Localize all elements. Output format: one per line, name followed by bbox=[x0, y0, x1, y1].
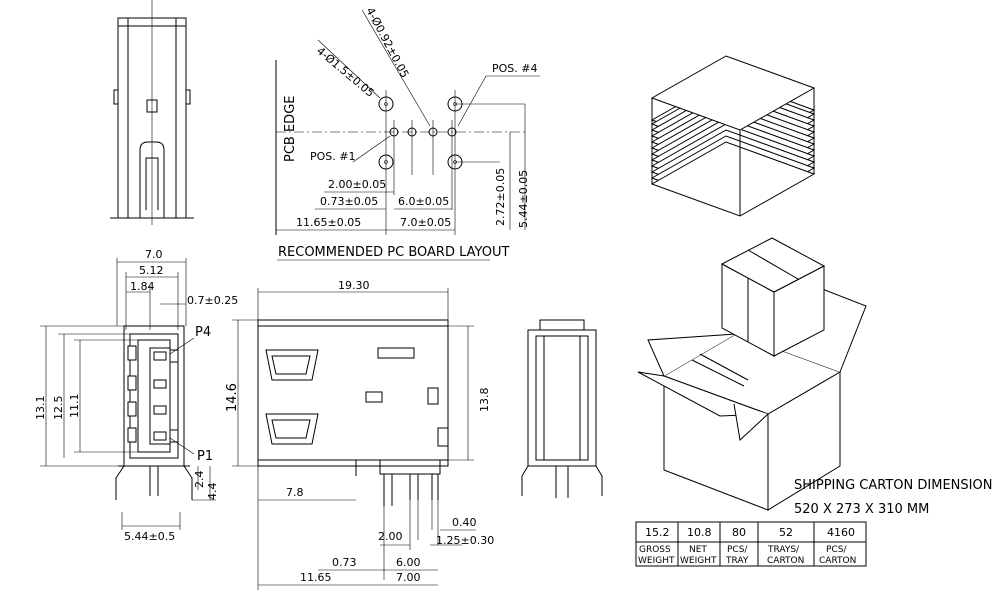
svg-text:11.1: 11.1 bbox=[68, 394, 81, 419]
svg-text:TRAY: TRAY bbox=[725, 556, 749, 566]
carton-size: 520 X 273 X 310 MM bbox=[794, 502, 929, 517]
svg-text:TRAYS/: TRAYS/ bbox=[767, 545, 800, 555]
svg-text:5.12: 5.12 bbox=[139, 264, 164, 277]
svg-text:5.44±0.05: 5.44±0.05 bbox=[517, 170, 530, 228]
svg-text:11.65±0.05: 11.65±0.05 bbox=[296, 216, 361, 229]
svg-text:7.00: 7.00 bbox=[396, 571, 421, 584]
svg-text:4160: 4160 bbox=[827, 526, 855, 539]
pin4-label: P4 bbox=[195, 325, 211, 340]
pin1-label: P1 bbox=[197, 449, 213, 464]
carton-title: SHIPPING CARTON DIMENSION bbox=[794, 478, 992, 493]
svg-text:10.8: 10.8 bbox=[687, 526, 712, 539]
svg-text:PCS/: PCS/ bbox=[727, 545, 748, 555]
svg-text:0.73±0.05: 0.73±0.05 bbox=[320, 195, 378, 208]
svg-text:4.4: 4.4 bbox=[206, 483, 219, 501]
pcb-layout: PCB EDGE bbox=[275, 5, 540, 261]
pos4-label: POS. #4 bbox=[492, 62, 537, 75]
svg-text:2.72±0.05: 2.72±0.05 bbox=[494, 168, 507, 226]
large-hole-label: 4-Ø1.5±0.05 bbox=[314, 44, 377, 99]
svg-text:6.00: 6.00 bbox=[396, 556, 421, 569]
svg-text:CARTON: CARTON bbox=[767, 556, 804, 566]
svg-text:6.0±0.05: 6.0±0.05 bbox=[398, 195, 449, 208]
svg-text:13.1: 13.1 bbox=[34, 396, 47, 421]
svg-text:12.5: 12.5 bbox=[52, 396, 65, 421]
svg-text:2.00±0.05: 2.00±0.05 bbox=[328, 178, 386, 191]
svg-text:7.0: 7.0 bbox=[145, 248, 163, 261]
svg-text:80: 80 bbox=[732, 526, 746, 539]
svg-text:GROSS: GROSS bbox=[639, 545, 671, 555]
svg-text:13.8: 13.8 bbox=[478, 388, 491, 413]
svg-text:7.8: 7.8 bbox=[286, 486, 304, 499]
layout-title: RECOMMENDED PC BOARD LAYOUT bbox=[278, 245, 510, 260]
svg-text:0.7±0.25: 0.7±0.25 bbox=[187, 294, 238, 307]
svg-text:1.84: 1.84 bbox=[130, 280, 155, 293]
small-hole-label: 4-Ø0.92±0.05 bbox=[363, 5, 411, 80]
large-holes bbox=[378, 96, 463, 170]
pos1-label: POS. #1 bbox=[310, 150, 355, 163]
svg-text:0.73: 0.73 bbox=[332, 556, 357, 569]
svg-text:7.0±0.05: 7.0±0.05 bbox=[400, 216, 451, 229]
svg-text:2.00: 2.00 bbox=[378, 530, 403, 543]
rear-view bbox=[521, 319, 603, 498]
carton-illustration bbox=[637, 237, 867, 511]
svg-text:19.30: 19.30 bbox=[338, 279, 370, 292]
svg-text:15.2: 15.2 bbox=[645, 526, 670, 539]
svg-text:NET: NET bbox=[689, 545, 707, 555]
svg-text:PCS/: PCS/ bbox=[826, 545, 847, 555]
svg-text:CARTON: CARTON bbox=[819, 556, 856, 566]
tray-stack-illustration bbox=[650, 55, 816, 217]
svg-text:14.6: 14.6 bbox=[225, 383, 240, 412]
svg-text:1.25±0.30: 1.25±0.30 bbox=[436, 534, 494, 547]
top-view bbox=[110, 0, 194, 225]
svg-text:WEIGHT: WEIGHT bbox=[680, 556, 717, 566]
svg-text:5.44±0.5: 5.44±0.5 bbox=[124, 530, 175, 543]
svg-text:0.40: 0.40 bbox=[452, 516, 477, 529]
shipping-carton-info: SHIPPING CARTON DIMENSION 520 X 273 X 31… bbox=[635, 478, 992, 567]
front-view: 7.0 5.12 1.84 0.7±0.25 13.1 12.5 11.1 2.… bbox=[34, 248, 238, 543]
pcb-edge-label: PCB EDGE bbox=[283, 96, 298, 162]
side-view: 19.30 14.6 13.8 7.8 0.40 2.00 1.25±0.30 … bbox=[225, 279, 494, 590]
svg-text:52: 52 bbox=[779, 526, 793, 539]
svg-text:2.4: 2.4 bbox=[193, 471, 206, 489]
svg-text:WEIGHT: WEIGHT bbox=[638, 556, 675, 566]
svg-text:11.65: 11.65 bbox=[300, 571, 332, 584]
carton-table: 15.2 10.8 80 52 4160 GROSS WEIGHT NET WE… bbox=[635, 521, 867, 567]
